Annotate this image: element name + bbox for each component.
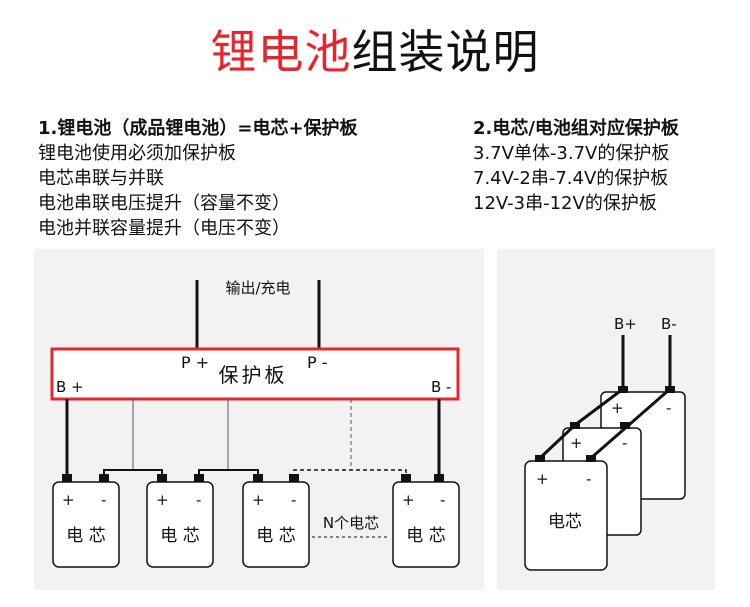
n-cells-label: N个电芯 [323, 514, 379, 532]
note-line: 电池串联电压提升（容量不变） [38, 193, 290, 214]
cell-label: 电 芯 [406, 526, 445, 546]
stack-b-plus: B+ [614, 315, 637, 333]
cell-plus: + [402, 491, 415, 509]
cell-terminal [62, 474, 72, 482]
protection-board [50, 347, 460, 401]
cell-minus: - [666, 399, 671, 417]
cell-plus: + [252, 491, 265, 509]
cell-label: 电 芯 [160, 526, 199, 546]
series-strap [574, 387, 624, 427]
series-link [198, 469, 259, 478]
series-parallel-notes: 1.锂电池（成品锂电池）=电芯+保护板 锂电池使用必须加保护板 电芯串联与并联 … [38, 116, 358, 241]
cell-terminal [157, 474, 167, 482]
board-matching-notes: 2.电芯/电池组对应保护板 3.7V单体-3.7V的保护板 7.4V-2串-7.… [473, 116, 679, 216]
board-b-plus: B + [56, 378, 84, 396]
cell-label: 电 芯 [66, 526, 105, 546]
cell-minus: - [622, 434, 627, 452]
board-label: 保护板 [219, 363, 288, 387]
series-link [103, 469, 163, 478]
cell-plus: + [536, 470, 549, 488]
cell-terminal [99, 474, 109, 482]
cell-terminal [289, 474, 299, 482]
battery-cell [52, 481, 120, 568]
cell-label: 电 芯 [256, 526, 295, 546]
series-strap [538, 423, 577, 460]
cell-plus: + [570, 434, 583, 452]
cell-minus: - [291, 491, 296, 509]
board-p-minus: P - [307, 353, 328, 372]
title-rest: 组装说明 [351, 25, 540, 79]
cell-plus: + [611, 399, 624, 417]
cell-plus: + [62, 491, 75, 509]
series-strap [590, 387, 671, 460]
cell-minus: - [440, 491, 445, 509]
cell-terminal [253, 474, 263, 482]
cell-terminal [586, 455, 596, 462]
battery-cell [242, 481, 310, 568]
note-line: 7.4V-2串-7.4V的保护板 [473, 168, 669, 189]
note-line: 电池并联容量提升（电压不变） [38, 218, 290, 239]
section-heading-2: 2.电芯/电池组对应保护板 [473, 118, 679, 139]
stacked-cell-front [524, 460, 608, 571]
battery-cell [392, 481, 460, 568]
cell-minus: - [196, 491, 201, 509]
output-label: 输出/充电 [225, 279, 290, 297]
board-p-plus: P + [181, 353, 209, 372]
title-highlight: 锂电池 [210, 25, 352, 79]
cell-terminal [194, 474, 204, 482]
cell-plus: + [156, 491, 169, 509]
cell-terminal [535, 455, 545, 462]
board-b-minus: B - [431, 378, 451, 396]
cell-terminal [401, 474, 411, 482]
cell-terminal [434, 474, 444, 482]
cell-terminal [620, 422, 630, 429]
note-line: 锂电池使用必须加保护板 [38, 143, 236, 164]
section-heading-1: 1.锂电池（成品锂电池）=电芯+保护板 [38, 118, 358, 139]
cell-label: 电芯 [548, 512, 582, 532]
note-line: 电芯串联与并联 [38, 168, 164, 189]
cell-minus: - [101, 491, 106, 509]
series-link-dashed [293, 469, 407, 478]
cell-minus: - [586, 470, 591, 488]
stack-b-minus: B- [661, 315, 677, 333]
note-line: 12V-3串-12V的保护板 [473, 193, 657, 214]
note-line: 3.7V单体-3.7V的保护板 [473, 143, 670, 164]
battery-cell [146, 481, 214, 568]
page-title: 锂电池组装说明 [0, 22, 750, 82]
